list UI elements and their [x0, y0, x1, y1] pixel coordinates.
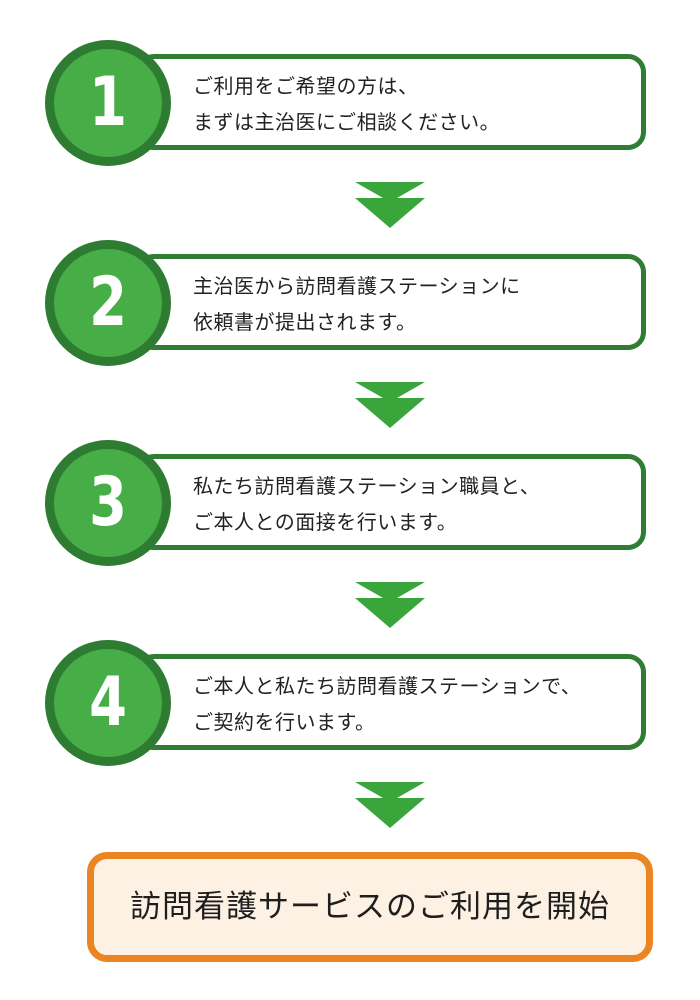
step-3-text: 私たち訪問看護ステーション職員と、 ご本人との面接を行います。 [193, 468, 540, 540]
step-4-line-1: ご本人と私たち訪問看護ステーションで、 [193, 674, 582, 698]
step-1: ご利用をご希望の方は、 まずは主治医にご相談ください。 1 [0, 40, 700, 172]
step-3: 私たち訪問看護ステーション職員と、 ご本人との面接を行います。 3 [0, 440, 700, 572]
step-2-number: 2 [89, 263, 127, 342]
step-1-number: 1 [89, 63, 127, 142]
final-start-label: 訪問看護サービスのご利用を開始 [130, 889, 610, 925]
step-3-line-2: ご本人との面接を行います。 [193, 510, 458, 534]
step-1-box: ご利用をご希望の方は、 まずは主治医にご相談ください。 [136, 54, 646, 150]
down-arrow-icon [355, 182, 425, 228]
step-4-box: ご本人と私たち訪問看護ステーションで、 ご契約を行います。 [136, 654, 646, 750]
step-4-number: 4 [89, 663, 127, 742]
step-2: 主治医から訪問看護ステーションに 依頼書が提出されます。 2 [0, 240, 700, 372]
step-3-number: 3 [89, 463, 127, 542]
down-arrow-icon [355, 782, 425, 828]
down-arrow-icon [355, 382, 425, 428]
step-4-line-2: ご契約を行います。 [193, 710, 376, 734]
step-4: ご本人と私たち訪問看護ステーションで、 ご契約を行います。 4 [0, 640, 700, 772]
step-4-text: ご本人と私たち訪問看護ステーションで、 ご契約を行います。 [193, 668, 581, 740]
step-1-badge: 1 [45, 40, 171, 166]
step-1-line-1: ご利用をご希望の方は、 [193, 74, 419, 98]
step-1-text: ご利用をご希望の方は、 まずは主治医にご相談ください。 [193, 68, 500, 140]
step-1-line-2: まずは主治医にご相談ください。 [193, 110, 501, 134]
step-2-line-2: 依頼書が提出されます。 [193, 310, 417, 334]
step-3-badge: 3 [45, 440, 171, 566]
step-3-box: 私たち訪問看護ステーション職員と、 ご本人との面接を行います。 [136, 454, 646, 550]
step-3-line-1: 私たち訪問看護ステーション職員と、 [193, 474, 541, 498]
down-arrow-icon [355, 582, 425, 628]
final-start-box: 訪問看護サービスのご利用を開始 [87, 852, 653, 962]
step-4-badge: 4 [45, 640, 171, 766]
step-2-badge: 2 [45, 240, 171, 366]
step-2-text: 主治医から訪問看護ステーションに 依頼書が提出されます。 [193, 268, 521, 340]
step-2-box: 主治医から訪問看護ステーションに 依頼書が提出されます。 [136, 254, 646, 350]
step-2-line-1: 主治医から訪問看護ステーションに [193, 274, 521, 298]
